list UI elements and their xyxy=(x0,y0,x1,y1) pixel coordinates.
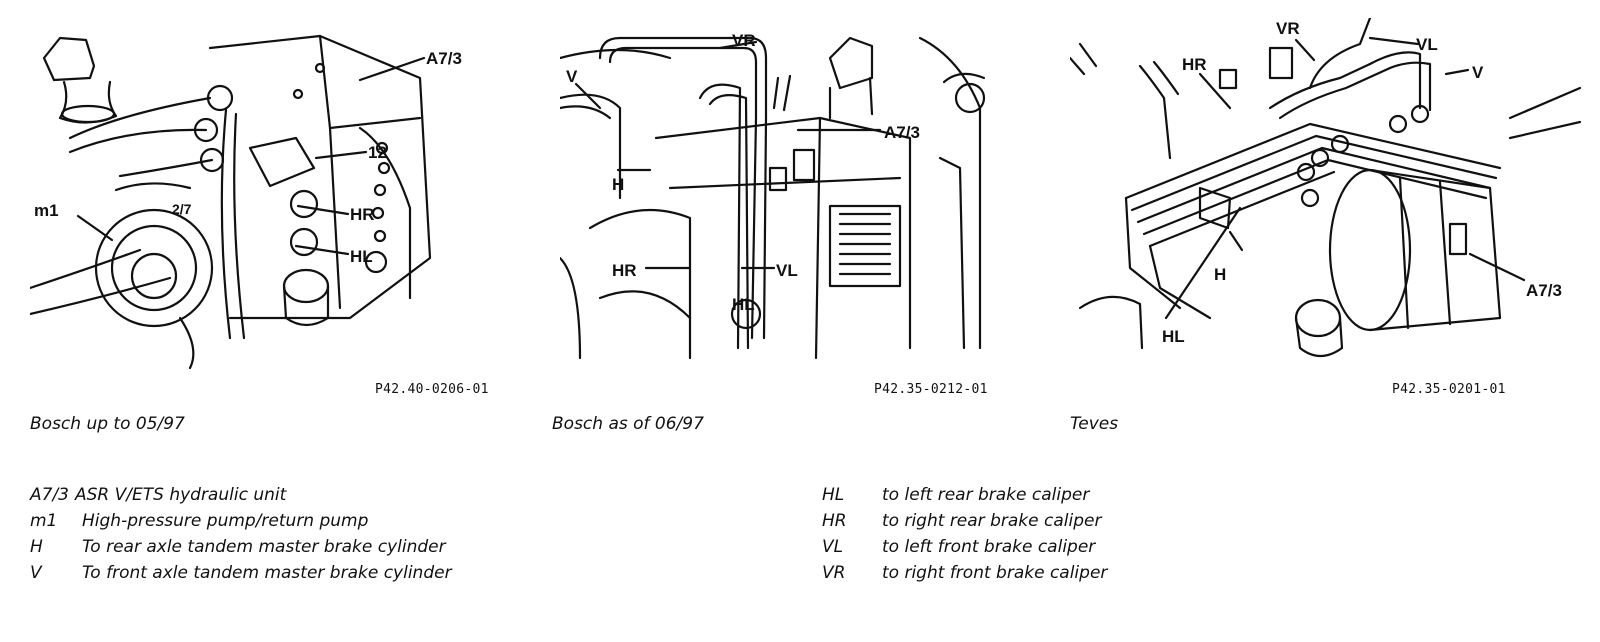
caption-teves: Teves xyxy=(1070,414,1119,434)
callout-hr: HR xyxy=(612,261,637,280)
legend-text: High-pressure pump/return pump xyxy=(82,511,369,531)
figure-id: P42.35-0201-01 xyxy=(1392,382,1506,397)
legend-item: V To front axle tandem master brake cyli… xyxy=(30,560,452,586)
callout-vr: VR xyxy=(732,31,756,50)
figure-id: P42.40-0206-01 xyxy=(375,382,489,397)
legend-key: HR xyxy=(822,511,847,531)
callout-hl: HL xyxy=(350,247,373,266)
caption-bosch-late: Bosch as of 06/97 xyxy=(552,414,704,434)
callout-vl: VL xyxy=(1416,35,1438,54)
diagram-panel-bosch-late: VR V A7/3 H HR VL HL P42.35-0212-01 xyxy=(560,18,1020,397)
caption-bosch-early: Bosch up to 05/97 xyxy=(30,414,185,434)
callout-2-7: 2/7 xyxy=(172,201,192,217)
legend-item: HR to right rear brake caliper xyxy=(822,508,1107,534)
legend-text: to right rear brake caliper xyxy=(882,511,1102,531)
callout-v: V xyxy=(1472,63,1484,82)
legend-text: to left front brake caliper xyxy=(882,537,1096,557)
callout-h: H xyxy=(1214,265,1226,284)
callout-v: V xyxy=(566,67,578,86)
callout-a7-3: A7/3 xyxy=(884,123,920,142)
legend-right: HL to left rear brake caliper HR to righ… xyxy=(822,482,1107,586)
legend-item: A7/3 ASR V/ETS hydraulic unit xyxy=(30,482,452,508)
hydraulic-unit-illustration: VR VL HR V H HL A7/3 xyxy=(1070,18,1582,358)
callout-vr: VR xyxy=(1276,19,1300,38)
callout-h: H xyxy=(612,175,624,194)
legend-key: A7/3 xyxy=(30,485,69,505)
callout-hr: HR xyxy=(1182,55,1207,74)
callout-hr: HR xyxy=(350,205,375,224)
diagram-panel-teves: VR VL HR V H HL A7/3 P42.35-0201-01 xyxy=(1070,18,1590,397)
legend-item: VR to right front brake caliper xyxy=(822,560,1107,586)
legend-item: HL to left rear brake caliper xyxy=(822,482,1107,508)
hydraulic-unit-illustration: VR V A7/3 H HR VL HL xyxy=(560,31,986,360)
legend-left: A7/3 ASR V/ETS hydraulic unit m1 High-pr… xyxy=(30,482,452,586)
callout-hl: HL xyxy=(1162,327,1185,346)
callout-hl: HL xyxy=(732,295,755,314)
legend-item: m1 High-pressure pump/return pump xyxy=(30,508,452,534)
legend-text: to left rear brake caliper xyxy=(882,485,1090,505)
callout-vl: VL xyxy=(776,261,798,280)
legend-text: ASR V/ETS hydraulic unit xyxy=(75,485,287,505)
legend-key: V xyxy=(30,563,42,583)
legend-item: H To rear axle tandem master brake cylin… xyxy=(30,534,452,560)
diagram-panel-bosch-early: A7/3 12 m1 HR HL 2/7 P42.40-0206-01 xyxy=(30,18,500,397)
legend-item: VL to left front brake caliper xyxy=(822,534,1107,560)
hydraulic-unit-illustration: A7/3 12 m1 HR HL 2/7 xyxy=(30,34,462,370)
legend-key: m1 xyxy=(30,511,58,531)
figure-id: P42.35-0212-01 xyxy=(874,382,988,397)
legend-key: H xyxy=(30,537,43,557)
legend-key: VL xyxy=(822,537,844,557)
legend-key: HL xyxy=(822,485,845,505)
callout-12: 12 xyxy=(368,143,387,162)
legend-text: to right front brake caliper xyxy=(882,563,1108,583)
legend-key: VR xyxy=(822,563,846,583)
callout-a7-3: A7/3 xyxy=(426,49,462,68)
callout-m1: m1 xyxy=(34,201,59,220)
callout-a7-3: A7/3 xyxy=(1526,281,1562,300)
legend-text: To front axle tandem master brake cylind… xyxy=(82,563,452,583)
legend-text: To rear axle tandem master brake cylinde… xyxy=(82,537,446,557)
